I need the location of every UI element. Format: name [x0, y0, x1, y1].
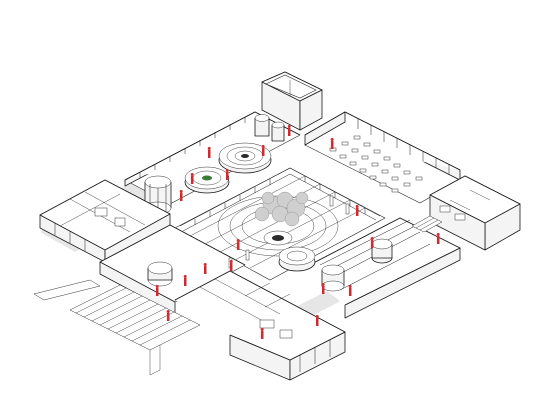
person-figure-icon	[155, 125, 440, 339]
stair-icon	[411, 215, 443, 233]
tree-icon	[254, 191, 309, 227]
table-icon	[329, 135, 423, 193]
round-room-east	[371, 238, 393, 264]
round-tower-north	[254, 114, 285, 142]
east-block	[429, 175, 521, 251]
stair-icon	[33, 279, 201, 376]
west-wing	[39, 179, 171, 263]
south-block	[174, 270, 346, 381]
fountain	[263, 230, 293, 246]
round-room-large	[218, 142, 272, 174]
round-room-south	[278, 246, 316, 272]
north-block	[261, 71, 323, 131]
round-room-south-east	[321, 264, 345, 292]
